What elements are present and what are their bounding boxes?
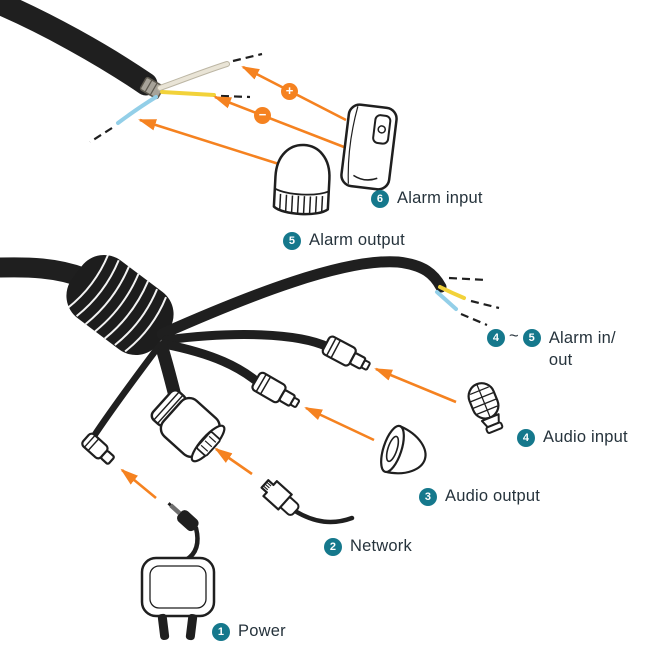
main-cable [0,257,94,288]
alarm-wire-white [157,52,263,91]
alarm-wire-blue [89,95,158,143]
label-audio-input: 4 Audio input [517,428,628,447]
label-audio-input-text: Audio input [543,428,628,446]
arrow-to-yellow-wire [213,95,345,149]
label-alarm-output: 5 Alarm output [283,231,405,250]
plus-terminal-badge: + [281,83,298,100]
ethernet-cable [292,508,355,525]
arrow-to-audio-input-jack [374,367,457,404]
badge-2: 2 [324,537,342,556]
label-audio-output: 3 Audio output [419,487,540,506]
wire-ferrule [139,76,165,100]
badge-6: 6 [371,189,389,208]
alarm-wire-yellow [160,90,251,99]
cable-grommet [66,253,174,356]
audio-output-jack [251,371,301,408]
badge-4: 4 [487,329,505,347]
arrow-to-audio-output-jack [304,406,375,442]
label-audio-output-text: Audio output [445,487,541,505]
audio-output-speaker [380,424,427,475]
tilde-separator: ~ [509,327,519,345]
badge-5: 5 [283,231,301,250]
microphone-device [467,382,504,434]
alarm-pigtail-cable [156,256,500,340]
power-adapter [140,556,216,641]
label-network-text: Network [350,537,412,555]
arrow-to-blue-wire [138,118,283,167]
label-alarm-input: 6 Alarm input [371,189,483,208]
power-jack [81,432,115,465]
audio-input-branch [161,330,333,352]
dc-power-plug [167,502,199,532]
audio-output-branch [159,339,265,389]
ethernet-plug [260,479,300,516]
badge-3: 3 [419,487,437,506]
label-alarm-inout-line1: Alarm in/ [548,329,616,347]
alarm-input-sensor [340,103,398,191]
power-branch [90,346,160,440]
arrow-to-network-connector [214,447,253,476]
badge-4b: 4 [517,428,535,447]
label-alarm-inout-line2: out [548,351,573,369]
label-power: 1 Power [212,622,286,641]
top-cable [0,0,158,96]
label-network: 2 Network [324,537,412,556]
arrow-to-power-jack [120,468,157,500]
alarm-output-siren [272,143,331,216]
label-alarm-input-text: Alarm input [397,189,483,207]
dc-plug-cable [183,525,200,563]
label-alarm-inout-text: Alarm in/ out [549,327,616,371]
badge-1: 1 [212,622,230,641]
audio-input-jack [321,335,371,371]
network-connector [150,389,226,463]
label-power-text: Power [238,622,286,640]
minus-terminal-badge: − [254,107,271,124]
badge-5b: 5 [522,329,541,347]
label-alarm-inout: 4 ~ 5 Alarm in/ out [487,327,616,371]
label-alarm-output-text: Alarm output [309,231,405,249]
